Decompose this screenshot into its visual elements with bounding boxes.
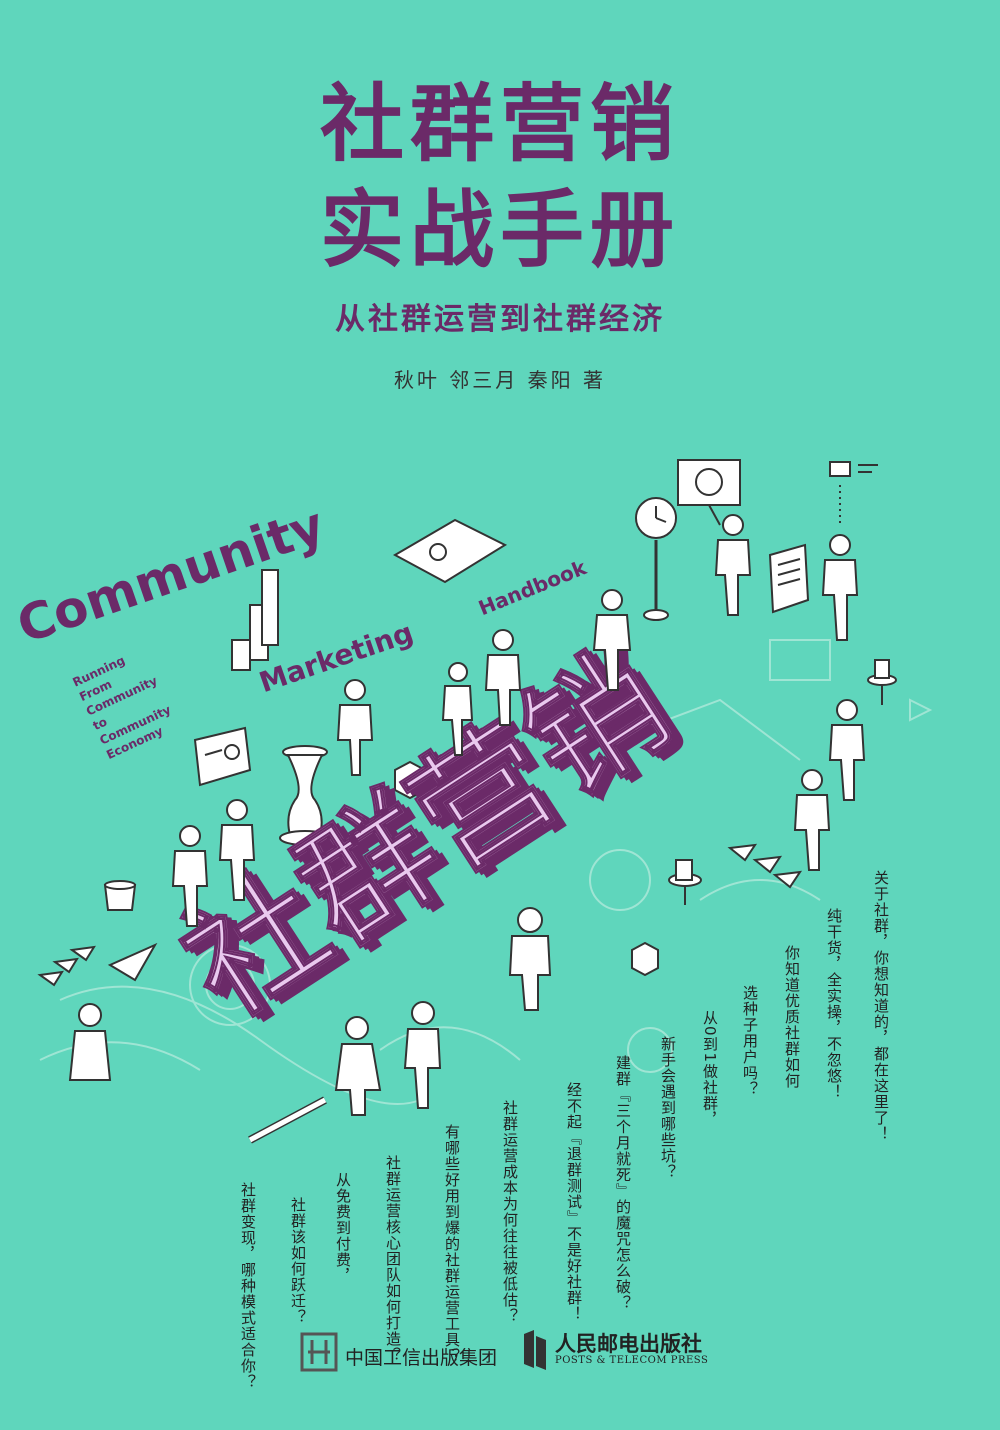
person-9 — [218, 799, 256, 901]
person-10 — [171, 825, 209, 927]
publisher-group-name: 中国工信出版集团 — [345, 1347, 498, 1369]
clock-icon — [635, 497, 677, 621]
background-lineart — [39, 639, 933, 1105]
hourglass-icon — [279, 745, 331, 846]
person-2 — [484, 629, 522, 726]
person-12 — [334, 1016, 382, 1116]
question-text: 社群变现，哪种模式适合你？ — [239, 1182, 257, 1390]
question-text: 你知道优质社群如何 — [783, 945, 801, 1089]
book-subtitle: 从社群运营到社群经济 — [335, 302, 665, 337]
person-13 — [403, 1001, 442, 1109]
question-text: 社群运营核心团队如何打造？ — [384, 1155, 402, 1363]
publisher-press-name: 人民邮电出版社 — [555, 1332, 702, 1356]
question-text: 关于社群，你想知道的，都在这里了！ — [872, 870, 890, 1142]
mail-icon — [829, 461, 878, 525]
ptpress-logo-icon — [524, 1330, 546, 1370]
question-text: 从免费到付费， — [334, 1172, 352, 1284]
book-title-line-2: 实战手册 — [319, 181, 680, 279]
person-8 — [793, 769, 831, 871]
person-1 — [336, 679, 374, 776]
document-icon — [768, 543, 810, 614]
presentation-sign-icon — [193, 726, 252, 787]
publisher-press-english: POSTS & TELECOM PRESS — [555, 1355, 709, 1366]
coffee-cup-icon — [103, 880, 137, 911]
question-text: 社群运营成本为何往往被低估？ — [501, 1100, 519, 1324]
people-figures — [68, 514, 866, 1116]
tablet-icon — [392, 518, 508, 584]
globe-sign-icon — [677, 459, 741, 526]
question-text: 经不起『退群测试』不是好社群！ — [565, 1082, 583, 1322]
person-6 — [821, 534, 859, 641]
person-4 — [592, 589, 632, 691]
pencil-icon — [248, 1096, 327, 1144]
question-text: 新手会遇到哪些坑？ — [659, 1036, 677, 1180]
book-authors: 秋叶 邻三月 秦阳 著 — [393, 368, 607, 392]
bar-chart-icon — [231, 569, 279, 671]
box-icons — [394, 760, 659, 977]
paper-plane-icon — [107, 942, 158, 982]
person-11 — [508, 907, 552, 1011]
person-14 — [68, 1003, 112, 1081]
question-text: 有哪些好用到爆的社群运营工具？ — [443, 1124, 461, 1364]
office-chair-icon — [668, 659, 897, 905]
book-title-line-1: 社群营销 — [319, 75, 680, 173]
question-text: 从0到1做社群， — [701, 1010, 719, 1128]
arrow-icons — [37, 843, 803, 987]
question-text: 建群『三个月就死』的魔咒怎么破？ — [614, 1055, 632, 1311]
miit-group-logo-icon — [300, 1332, 338, 1372]
person-5 — [714, 514, 752, 616]
question-text: 社群该如何跃迁？ — [289, 1197, 307, 1325]
question-text: 纯干货，全实操，不忽悠！ — [825, 908, 843, 1100]
person-3 — [441, 662, 474, 756]
question-text: 选种子用户吗？ — [741, 985, 759, 1097]
person-7 — [828, 699, 866, 801]
